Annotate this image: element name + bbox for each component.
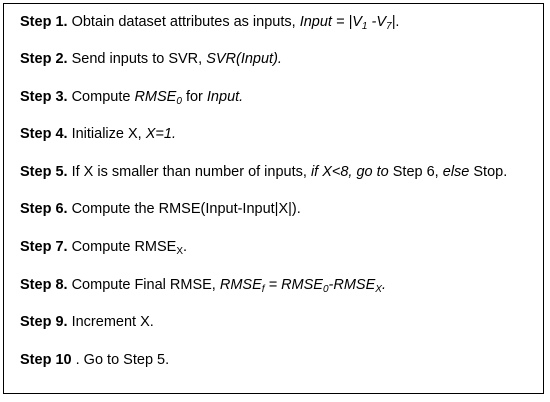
step-text: If X is smaller than number of inputs, [71,164,311,180]
step-8: Step 8. Compute Final RMSE, RMSEf = RMSE… [20,276,386,295]
step-1: Step 1. Obtain dataset attributes as inp… [20,13,400,32]
step-text: Step 6, [388,164,443,180]
subscript-text: f [261,284,265,295]
step-text: . Go to Step 5. [75,352,170,368]
subscript-text: X [176,246,184,257]
step-text: Increment X. [71,314,154,330]
step-text: . [381,277,386,293]
step-4: Step 4. Initialize X, X=1. [20,125,176,143]
step-text: Obtain dataset attributes as inputs, [71,14,300,30]
step-2: Step 2. Send inputs to SVR, SVR(Input). [20,50,282,68]
step-text: Compute Final RMSE, [71,277,220,293]
step-9: Step 9. Increment X. [20,313,154,331]
step-text: . [395,14,400,30]
step-label: Step 9. [20,314,68,330]
algorithm-box: Step 1. Obtain dataset attributes as inp… [3,3,544,394]
step-text: if X<8, go to [310,164,389,180]
step-text: Compute the RMSE(Input-Input|X|). [71,201,301,217]
step-text: X=1. [145,126,176,142]
step-text: else [442,164,470,180]
step-label: Step 8. [20,277,68,293]
step-text: = RMSE [264,277,323,293]
subscript-text: 1 [361,21,368,32]
step-5: Step 5. If X is smaller than number of i… [20,163,507,181]
step-text: Initialize X, [71,126,146,142]
subscript-text: 0 [322,284,329,295]
step-text: Input. [206,89,244,105]
subscript-text: 7 [386,21,392,32]
step-text: for [181,89,207,105]
step-text: Compute RMSE [71,239,177,255]
step-label: Step 10 [20,352,72,368]
step-7: Step 7. Compute RMSEX. [20,238,188,257]
step-text: Send inputs to SVR, [71,51,207,67]
step-3: Step 3. Compute RMSE0 for Input. [20,88,244,107]
step-text: Input = |V [299,14,362,30]
subscript-text: X [375,284,382,295]
step-label: Step 7. [20,239,68,255]
step-6: Step 6. Compute the RMSE(Input-Input|X|)… [20,200,301,218]
step-text: | [391,14,396,30]
step-text: Stop. [469,164,508,180]
step-label: Step 3. [20,89,68,105]
step-10: Step 10 . Go to Step 5. [20,351,169,369]
step-text: -V [367,14,386,30]
step-text: Compute [71,89,135,105]
step-text: RMSE [219,277,262,293]
step-text: SVR(Input). [206,51,282,67]
subscript-text: 0 [176,96,182,107]
step-label: Step 2. [20,51,68,67]
step-text: . [183,239,188,255]
step-label: Step 4. [20,126,68,142]
step-label: Step 6. [20,201,68,217]
step-label: Step 1. [20,14,68,30]
step-text: RMSE [134,89,177,105]
step-label: Step 5. [20,164,68,180]
step-text: -RMSE [328,277,376,293]
